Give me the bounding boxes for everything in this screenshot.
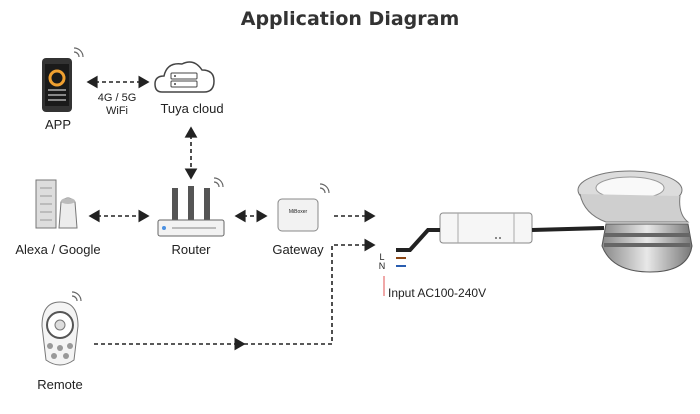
diagram-title: Application Diagram bbox=[240, 8, 460, 30]
remote-driver-link bbox=[244, 238, 376, 345]
power-wires bbox=[383, 226, 605, 296]
alexa-label: Alexa / Google bbox=[15, 242, 101, 257]
remote-icon bbox=[41, 291, 82, 366]
wire-n-label: N bbox=[378, 261, 386, 271]
cloud-icon bbox=[154, 61, 215, 93]
gateway-icon bbox=[277, 183, 330, 232]
network-label-line2: WiFi bbox=[106, 105, 128, 117]
smart-speaker-icon bbox=[35, 179, 78, 229]
phone-icon bbox=[42, 47, 84, 112]
router-label: Router bbox=[171, 242, 211, 257]
input-voltage-label: Input AC100-240V bbox=[388, 286, 487, 300]
gateway-brand-label: MiBoxer bbox=[288, 209, 308, 215]
router-icon bbox=[157, 177, 225, 237]
app-label: APP bbox=[44, 117, 71, 132]
network-label-line1: 4G / 5G bbox=[97, 92, 137, 104]
gateway-label: Gateway bbox=[272, 242, 324, 257]
led-driver-icon bbox=[439, 212, 533, 244]
connections bbox=[86, 75, 376, 351]
remote-label: Remote bbox=[37, 377, 83, 392]
downlight-icon bbox=[577, 170, 693, 273]
cloud-label: Tuya cloud bbox=[160, 101, 224, 116]
wire-l-label: L bbox=[379, 252, 385, 262]
